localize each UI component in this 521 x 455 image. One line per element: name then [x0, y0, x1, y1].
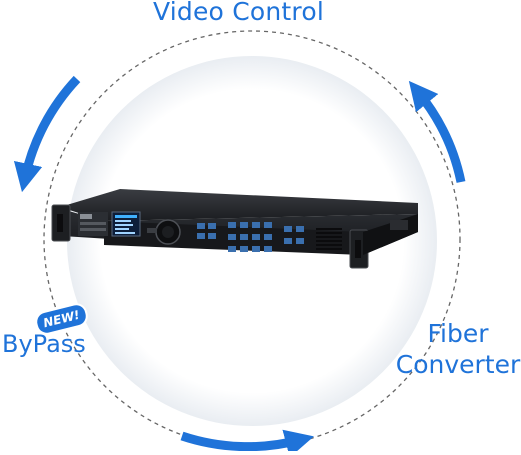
label-video-control: Video Control: [153, 0, 324, 26]
label-bypass: ByPass: [2, 330, 86, 358]
label-fiber-converter: Fiber Converter: [395, 318, 521, 380]
cycle-arrow-icon: [180, 429, 314, 455]
label-fiber-line2: Converter: [395, 350, 521, 379]
label-fiber-line1: Fiber: [427, 319, 489, 348]
rack-device: [51, 189, 418, 269]
cycle-arrow-icon: [13, 75, 81, 193]
dashed-ring: [43, 30, 461, 448]
cycle-arrow-icon: [408, 80, 466, 183]
